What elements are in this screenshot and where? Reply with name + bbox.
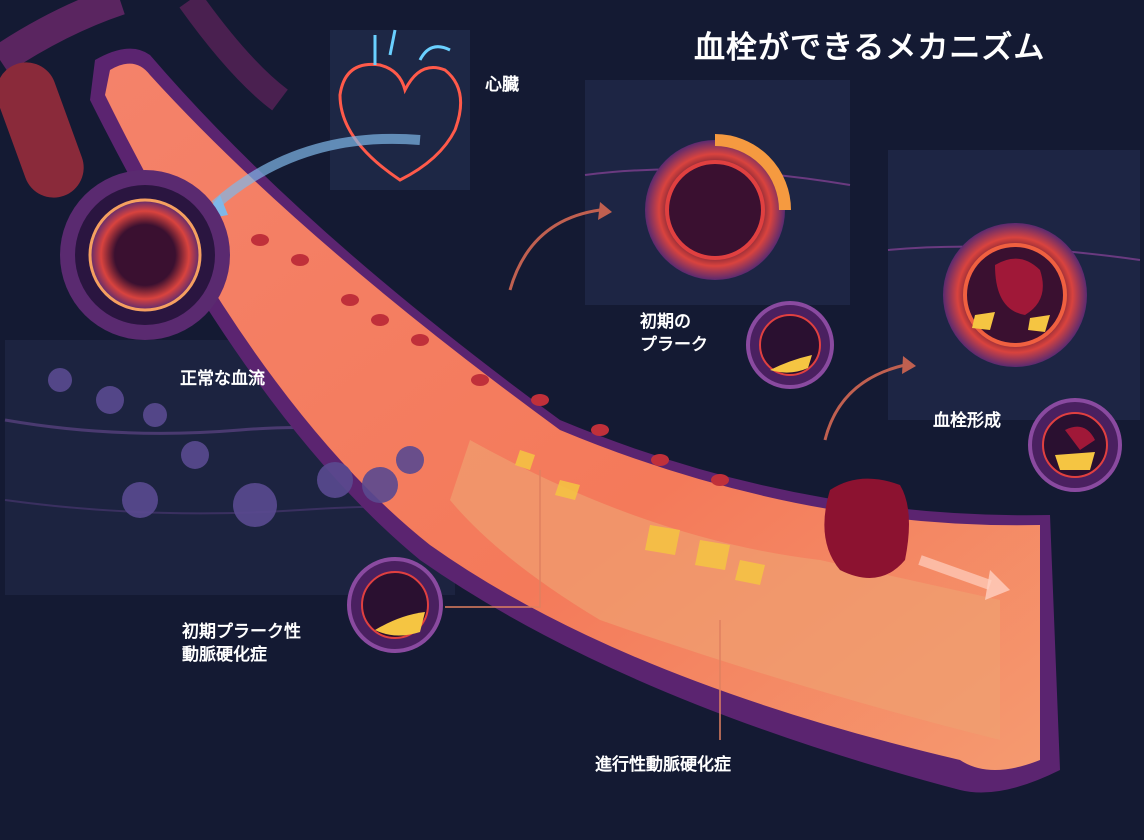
- early-atherosclerosis-cross-section: [347, 557, 443, 653]
- label-normal-flow: 正常な血流: [180, 369, 265, 388]
- flow-arrow: [918, 555, 992, 590]
- label-early-atherosclerosis-2: 動脈硬化症: [182, 645, 267, 664]
- plaque-layer: [450, 440, 1000, 740]
- thrombus-clot: [824, 478, 909, 578]
- early-plaque-small-cross-section: [746, 301, 834, 389]
- label-advanced-atherosclerosis: 進行性動脈硬化症: [595, 755, 731, 774]
- early-plaque-cross-section: [645, 134, 791, 280]
- thrombus-cross-section: [943, 223, 1087, 367]
- blood-direction-arrow: [211, 133, 421, 209]
- label-early-plaque-2: プラーク: [640, 335, 708, 354]
- page-title: 血栓ができるメカニズム: [694, 30, 1046, 65]
- thrombus-small-cross-section: [1028, 398, 1122, 492]
- normal-flow-cross-section: [60, 170, 230, 340]
- red-blood-cells: [251, 234, 729, 486]
- heart-icon: [338, 62, 463, 182]
- heart-panel: [330, 30, 470, 190]
- cell-illustrations: [48, 368, 424, 527]
- label-early-atherosclerosis-1: 初期プラーク性: [182, 622, 301, 641]
- label-thrombus: 血栓形成: [933, 411, 1001, 430]
- label-heart: 心臓: [485, 75, 519, 94]
- label-early-plaque-1: 初期の: [640, 312, 691, 331]
- plaque-crystals: [515, 450, 765, 585]
